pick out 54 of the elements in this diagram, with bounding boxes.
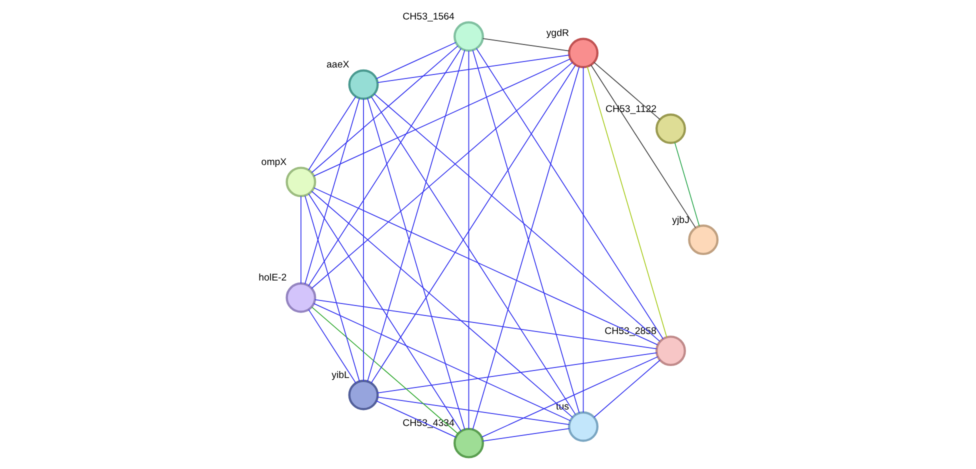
- node-label: yibL: [332, 370, 350, 382]
- connector: [308, 309, 356, 384]
- connector: [377, 352, 658, 394]
- connector: [311, 46, 458, 174]
- connector: [594, 62, 660, 120]
- connector: [468, 50, 470, 430]
- connector: [308, 96, 356, 170]
- connector: [674, 142, 700, 227]
- connector: [308, 193, 462, 432]
- connector: [304, 195, 360, 382]
- connector: [367, 50, 466, 382]
- connector: [374, 94, 660, 342]
- connector: [377, 396, 570, 426]
- connector: [313, 303, 571, 422]
- node-label: ygdR: [546, 28, 569, 40]
- node-circle: [568, 411, 599, 442]
- connector: [367, 98, 466, 430]
- connector: [313, 58, 571, 176]
- connector: [370, 64, 576, 384]
- node-circle: [688, 224, 719, 256]
- connector: [314, 299, 658, 350]
- node-circle: [454, 428, 484, 458]
- node-label: CH53_1564: [402, 12, 454, 23]
- connector: [377, 54, 570, 83]
- connector: [376, 42, 456, 80]
- connector: [482, 428, 570, 442]
- connector: [314, 187, 658, 346]
- node-circle: [454, 21, 484, 52]
- connector: [370, 96, 576, 415]
- connector: [582, 66, 584, 413]
- connector: [482, 38, 570, 52]
- connector: [594, 360, 660, 418]
- node-label: aaeX: [326, 60, 350, 71]
- connector: [476, 48, 664, 340]
- connector: [300, 196, 302, 284]
- node-circle: [348, 69, 379, 100]
- node-label: ompX: [261, 156, 287, 168]
- node-circle: [656, 114, 686, 144]
- node-label: yjbJ: [672, 214, 690, 226]
- node-circle: [286, 282, 316, 313]
- connector: [586, 66, 668, 338]
- node-circle: [656, 336, 686, 366]
- node-label: holE-2: [258, 272, 287, 284]
- connector: [304, 98, 360, 284]
- node-circle: [286, 166, 316, 198]
- node-circle: [568, 38, 599, 68]
- connector: [311, 190, 573, 418]
- connector: [308, 48, 462, 286]
- node-circle: [348, 380, 379, 410]
- connector: [590, 64, 696, 228]
- connector: [481, 356, 658, 438]
- connector: [363, 98, 364, 382]
- connector: [311, 306, 458, 434]
- connector: [311, 62, 573, 289]
